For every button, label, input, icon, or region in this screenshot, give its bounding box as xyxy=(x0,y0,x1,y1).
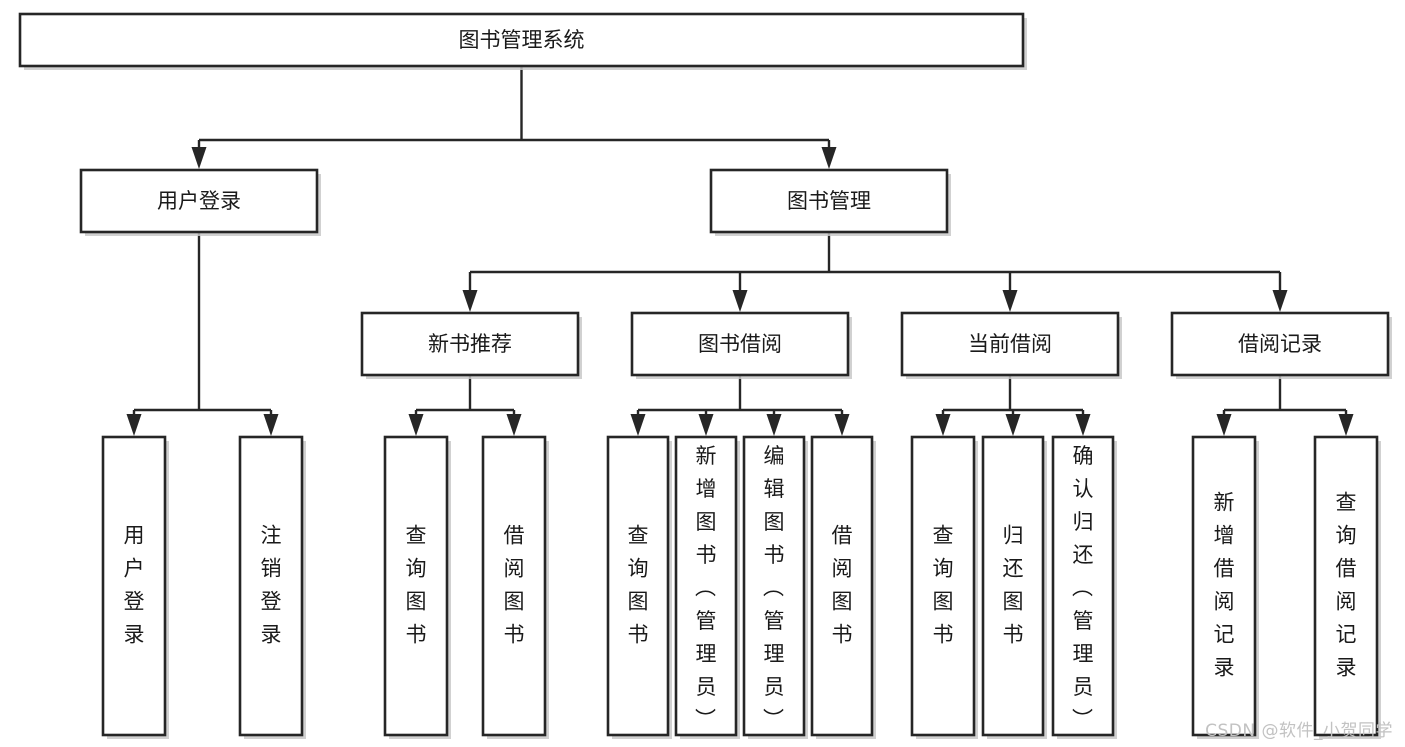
node-leaf-edit-book[interactable]: 编辑图书（管理员） xyxy=(742,435,808,739)
watermark-label: CSDN @软件_小贺同学 xyxy=(1205,721,1393,741)
node-rect[interactable] xyxy=(1051,435,1115,737)
node-label: 编辑图书（管理员） xyxy=(763,444,785,732)
node-label: 借阅图书 xyxy=(504,524,525,647)
node-rect[interactable] xyxy=(910,435,976,737)
arrow-head-icon xyxy=(766,414,782,436)
node-rect[interactable] xyxy=(79,168,319,234)
node-leaf-add-book[interactable]: 新增图书（管理员） xyxy=(674,435,740,739)
node-rect[interactable] xyxy=(481,435,547,737)
node-leaf-confirm-return[interactable]: 确认归还（管理员） xyxy=(1051,435,1117,739)
node-label: 借阅记录 xyxy=(1238,332,1322,356)
node-label: 当前借阅 xyxy=(968,332,1052,356)
node-rect[interactable] xyxy=(900,311,1120,377)
node-rect[interactable] xyxy=(674,435,738,737)
node-label: 新书推荐 xyxy=(428,332,512,356)
node-rect[interactable] xyxy=(1170,311,1390,377)
node-leaf-borrow-book[interactable]: 借阅图书 xyxy=(810,435,876,739)
node-layer: 图书管理系统用户登录图书管理新书推荐图书借阅当前借阅借阅记录用户登录注销登录查询… xyxy=(18,12,1392,739)
arrow-head-icon xyxy=(1272,290,1288,312)
node-leaf-query-record[interactable]: 查询借阅记录 xyxy=(1313,435,1381,739)
node-root[interactable]: 图书管理系统 xyxy=(18,12,1027,70)
connector-group-book-borrow xyxy=(630,375,850,436)
node-rect[interactable] xyxy=(630,311,850,377)
arrow-head-icon xyxy=(821,147,837,169)
arrow-head-icon xyxy=(1075,414,1091,436)
node-label: 确认归还（管理员） xyxy=(1072,444,1094,732)
arrow-head-icon xyxy=(506,414,522,436)
node-label: 新增图书（管理员） xyxy=(695,444,717,732)
node-leaf-add-record[interactable]: 新增借阅记录 xyxy=(1191,435,1259,739)
node-rect[interactable] xyxy=(742,435,806,737)
arrow-head-icon xyxy=(191,147,207,169)
arrow-head-icon xyxy=(935,414,951,436)
node-label: 注销登录 xyxy=(261,524,282,647)
node-leaf-borrow-book-new[interactable]: 借阅图书 xyxy=(481,435,549,739)
node-leaf-query-book-current[interactable]: 查询图书 xyxy=(910,435,978,739)
node-rect[interactable] xyxy=(101,435,167,737)
node-rect[interactable] xyxy=(810,435,874,737)
arrow-head-icon xyxy=(834,414,850,436)
node-leaf-query-book-borrow[interactable]: 查询图书 xyxy=(606,435,672,739)
arrow-head-icon xyxy=(1002,290,1018,312)
node-leaf-user-login[interactable]: 用户登录 xyxy=(101,435,169,739)
node-user-login[interactable]: 用户登录 xyxy=(79,168,321,236)
node-label: 图书管理系统 xyxy=(459,28,585,52)
node-rect[interactable] xyxy=(360,311,580,377)
node-leaf-query-book-new[interactable]: 查询图书 xyxy=(383,435,451,739)
arrow-head-icon xyxy=(732,290,748,312)
connector-layer xyxy=(126,66,1354,436)
node-rect[interactable] xyxy=(1191,435,1257,737)
node-leaf-return-book[interactable]: 归还图书 xyxy=(981,435,1047,739)
node-rect[interactable] xyxy=(981,435,1045,737)
node-label: 图书管理 xyxy=(787,189,871,213)
arrow-head-icon xyxy=(1005,414,1021,436)
node-borrow-record[interactable]: 借阅记录 xyxy=(1170,311,1392,379)
arrow-head-icon xyxy=(698,414,714,436)
arrow-head-icon xyxy=(408,414,424,436)
node-rect[interactable] xyxy=(606,435,670,737)
node-rect[interactable] xyxy=(18,12,1025,68)
node-label: 新增借阅记录 xyxy=(1214,491,1235,680)
arrow-head-icon xyxy=(630,414,646,436)
node-label: 借阅图书 xyxy=(832,524,853,647)
connector-group-root xyxy=(191,66,837,169)
node-book-management[interactable]: 图书管理 xyxy=(709,168,951,236)
node-rect[interactable] xyxy=(1313,435,1379,737)
node-label: 图书借阅 xyxy=(698,332,782,356)
connector-group-book-management xyxy=(462,232,1288,312)
node-rect[interactable] xyxy=(709,168,949,234)
node-rect[interactable] xyxy=(238,435,304,737)
node-label: 查询图书 xyxy=(628,524,649,647)
node-book-borrow[interactable]: 图书借阅 xyxy=(630,311,852,379)
arrow-head-icon xyxy=(1338,414,1354,436)
arrow-head-icon xyxy=(263,414,279,436)
node-rect[interactable] xyxy=(383,435,449,737)
node-label: 归还图书 xyxy=(1003,524,1024,647)
arrow-head-icon xyxy=(126,414,142,436)
node-label: 查询图书 xyxy=(933,524,954,647)
arrow-head-icon xyxy=(462,290,478,312)
node-current-borrow[interactable]: 当前借阅 xyxy=(900,311,1122,379)
arrow-head-icon xyxy=(1216,414,1232,436)
node-label: 查询图书 xyxy=(406,524,427,647)
node-label: 用户登录 xyxy=(124,524,145,647)
connector-group-borrow-record xyxy=(1216,375,1354,436)
node-new-book-recommend[interactable]: 新书推荐 xyxy=(360,311,582,379)
node-label: 用户登录 xyxy=(157,189,241,213)
connector-group-new-book-recommend xyxy=(408,375,522,436)
connector-group-user-login xyxy=(126,232,279,436)
node-leaf-logout[interactable]: 注销登录 xyxy=(238,435,306,739)
connector-group-current-borrow xyxy=(935,375,1091,436)
node-label: 查询借阅记录 xyxy=(1336,491,1357,680)
